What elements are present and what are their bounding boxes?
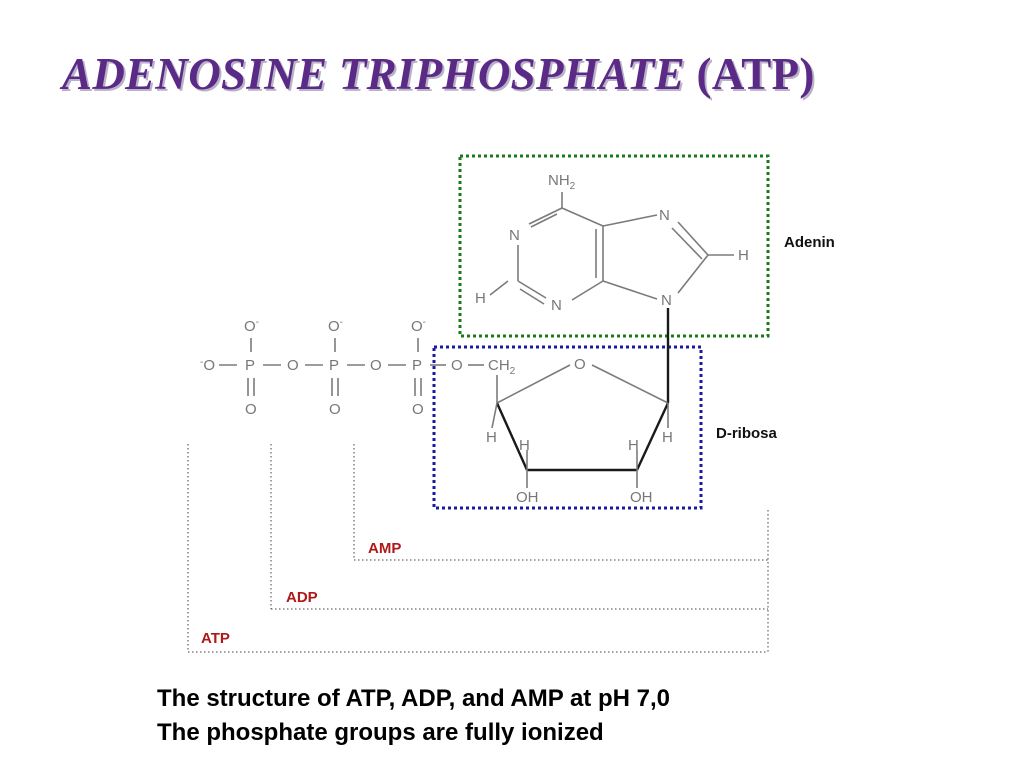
atom-h8: H xyxy=(738,247,749,264)
title-main: ADENOSINE TRIPHOSPHATE xyxy=(62,49,685,99)
caption-line-2: The phosphate groups are fully ionized xyxy=(157,719,604,746)
atom-h2-prime: H xyxy=(628,437,639,454)
nucleotide-brackets xyxy=(187,444,769,653)
atom-o-ester: O xyxy=(451,357,463,374)
ribose-box xyxy=(432,345,703,510)
adenine-label: Adenin xyxy=(784,234,835,251)
atom-p-beta: P xyxy=(329,357,339,374)
caption: The structure of ATP, ADP, and AMP at pH… xyxy=(157,682,670,750)
atom-ch2: CH2 xyxy=(488,357,516,377)
adenine-bonds xyxy=(489,192,734,305)
title-abbreviation: (ATP) xyxy=(696,49,815,99)
adp-label: ADP xyxy=(286,589,318,606)
atom-h1: H xyxy=(662,429,673,446)
atom-n7: N xyxy=(659,207,670,224)
ribose-label: D-ribosa xyxy=(716,425,778,442)
atom-o-beta-bottom: O xyxy=(329,401,341,418)
atom-ring-oxygen: O xyxy=(574,356,586,373)
atom-h3: H xyxy=(519,437,530,454)
ribose-bonds xyxy=(491,364,670,488)
atom-o-alpha-top: O- xyxy=(411,317,426,335)
caption-line-1: The structure of ATP, ADP, and AMP at pH… xyxy=(157,685,670,712)
atom-o-gamma-top: O- xyxy=(244,317,259,335)
atom-n1: N xyxy=(509,227,520,244)
atom-oh3: OH xyxy=(516,489,539,506)
atom-nh2: NH2 xyxy=(548,172,576,192)
atom-o-bridge-1: O xyxy=(287,357,299,374)
phosphate-chain: -O P O- O O P O- O O P O- xyxy=(200,317,516,418)
atom-p-alpha: P xyxy=(412,357,422,374)
atom-h4: H xyxy=(486,429,497,446)
atom-terminal-oxygen-anion: -O xyxy=(200,357,215,374)
atom-o-bridge-2: O xyxy=(370,357,382,374)
amp-label: AMP xyxy=(368,540,401,557)
atom-n9: N xyxy=(661,292,672,309)
atom-o-alpha-bottom: O xyxy=(412,401,424,418)
atom-h2: H xyxy=(475,290,486,307)
atom-p-gamma: P xyxy=(245,357,255,374)
adenine-box xyxy=(458,154,770,338)
atom-n3: N xyxy=(551,297,562,314)
slide-title: ADENOSINE TRIPHOSPHATE (ATP) xyxy=(62,48,815,100)
adenine-atoms: NH2 N N N N H H xyxy=(475,172,749,314)
atom-o-beta-top: O- xyxy=(328,317,343,335)
ribose-atoms: O H H H H OH OH xyxy=(486,356,673,506)
atom-oh2: OH xyxy=(630,489,653,506)
atp-label: ATP xyxy=(201,630,230,647)
atom-o-gamma-bottom: O xyxy=(245,401,257,418)
